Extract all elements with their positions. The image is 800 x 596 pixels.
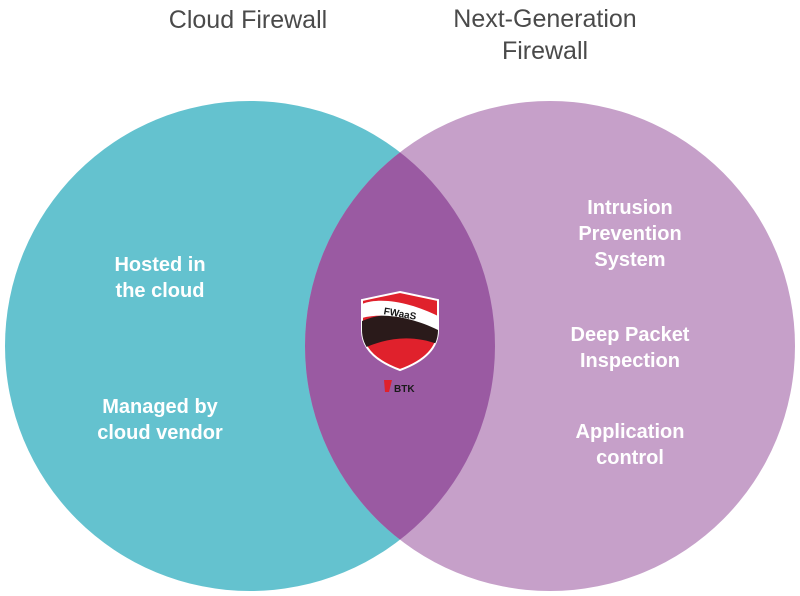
shield-logo-icon: FWaaS BTK <box>361 290 439 395</box>
deep-packet-inspection-label: Deep Packet Inspection <box>530 322 730 374</box>
label-line: control <box>596 447 664 469</box>
heading-line: Next-Generation <box>453 5 637 33</box>
label-line: the cloud <box>115 280 205 302</box>
cloud-firewall-heading: Cloud Firewall <box>168 6 328 34</box>
label-line: Inspection <box>579 350 680 372</box>
overlap-region <box>305 101 495 591</box>
label-line: System <box>594 249 666 271</box>
intrusion-prevention-label: Intrusion Prevention System <box>530 195 730 273</box>
btk-logo-mark-icon <box>384 380 392 392</box>
heading-line: Firewall <box>501 37 589 65</box>
label-line: Managed by <box>102 396 218 418</box>
label-line: cloud vendor <box>97 422 223 444</box>
application-control-label: Application control <box>530 419 730 471</box>
label-line: Hosted in <box>114 254 206 276</box>
btk-brand-text: BTK <box>394 384 415 395</box>
label-line: Intrusion <box>587 197 673 219</box>
hosted-in-cloud-label: Hosted in the cloud <box>60 252 260 304</box>
label-line: Prevention <box>578 223 682 245</box>
managed-by-vendor-label: Managed by cloud vendor <box>60 394 260 446</box>
label-line: Application <box>575 421 685 443</box>
label-line: Deep Packet <box>570 324 690 346</box>
next-generation-firewall-heading: Next-Generation Firewall <box>400 3 690 67</box>
